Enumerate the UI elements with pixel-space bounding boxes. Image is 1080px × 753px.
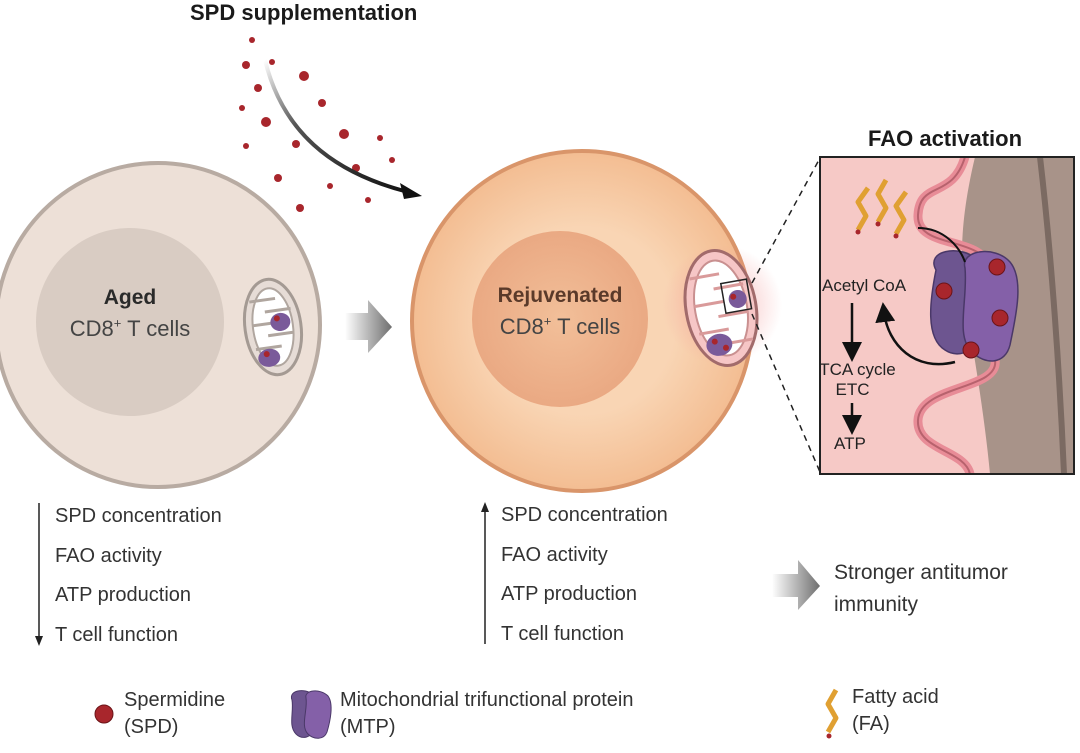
supplementation-arrowhead-icon (400, 183, 422, 199)
list-item: SPD concentration (501, 504, 668, 526)
list-item: FAO activity (55, 544, 162, 567)
mtp-protein-icon (258, 312, 291, 367)
aged-cell (0, 161, 322, 489)
mtp-protein-icon (930, 250, 1019, 362)
spermidine-particle-icon (339, 129, 349, 139)
fatty-acid-icon (825, 688, 839, 739)
spermidine-particle-icon (299, 71, 309, 81)
rejuvenated-cell-label: Rejuvenated CD8+ T cells (470, 284, 650, 340)
rejuvenated-changes-list: SPD concentration FAO activity ATP produ… (501, 496, 668, 654)
spermidine-particle-icon (389, 157, 395, 163)
legend-mtp: Mitochondrial trifunctional protein (MTP… (340, 689, 634, 738)
spermidine-particle-icon (377, 135, 383, 141)
spd-particles (239, 37, 395, 212)
list-item: T cell function (55, 623, 179, 646)
acetyl-coa-label: Acetyl CoA (822, 276, 907, 295)
aged-changes-list: SPD concentration FAO activity ATP produ… (55, 497, 222, 655)
spermidine-particle-icon (242, 61, 250, 69)
aged-mitochondrion-icon (242, 277, 304, 377)
mtp-protein-icon (290, 690, 332, 739)
list-item: FAO activity (501, 543, 608, 566)
fa-to-mtp-arrow-icon (917, 227, 966, 263)
supplementation-arrow-icon (263, 59, 409, 194)
legend-fatty-acid: Fatty acid (FA) (852, 686, 939, 735)
aged-name: Aged (103, 286, 157, 309)
spermidine-particle-icon (327, 183, 333, 189)
aged-type: CD8+ T cells (69, 316, 191, 342)
list-item: SPD concentration (55, 505, 222, 527)
etc-label: ETC (835, 380, 870, 399)
spermidine-particle-icon (254, 84, 262, 92)
spermidine-particle-icon (296, 204, 304, 212)
spermidine-particle-icon (365, 197, 371, 203)
outcome-arrow-icon (772, 560, 820, 610)
list-item: ATP production (501, 583, 638, 605)
spermidine-particle-icon (274, 174, 282, 182)
list-item: ATP production (55, 584, 192, 606)
atp-label: ATP (834, 434, 866, 453)
spermidine-particle-icon (243, 143, 249, 149)
transition-arrow-icon (345, 300, 392, 353)
spd-supplementation-title: SPD supplementation (190, 0, 418, 25)
rejuvenated-mitochondrion-icon (683, 249, 759, 367)
spermidine-particle-icon (261, 117, 271, 127)
list-item: T cell function (501, 622, 625, 645)
spermidine-particle-icon (239, 105, 245, 111)
fatty-acid-icon (855, 178, 909, 236)
spermidine-particle-icon (292, 140, 300, 148)
spermidine-particle-icon (318, 99, 326, 107)
aged-cell-label: Aged CD8+ T cells (40, 286, 220, 342)
legend-spermidine: Spermidine (SPD) (124, 689, 226, 738)
rejuvenated-type: CD8+ T cells (499, 314, 621, 340)
spermidine-particle-icon (249, 37, 255, 43)
mtp-to-acetylcoa-arrow-icon (875, 302, 956, 366)
spermidine-dot-icon (94, 704, 114, 724)
fao-activation-title: FAO activation (868, 126, 1023, 151)
spermidine-particle-icon (269, 59, 275, 65)
fao-inset-frame (819, 156, 1075, 475)
rejuvenated-name: Rejuvenated (497, 284, 623, 307)
tca-cycle-label: TCA cycle (819, 360, 896, 379)
zoom-lines (751, 157, 821, 473)
mtp-protein-icon (706, 289, 747, 356)
outcome-text: Stronger antitumor immunity (834, 561, 1008, 616)
